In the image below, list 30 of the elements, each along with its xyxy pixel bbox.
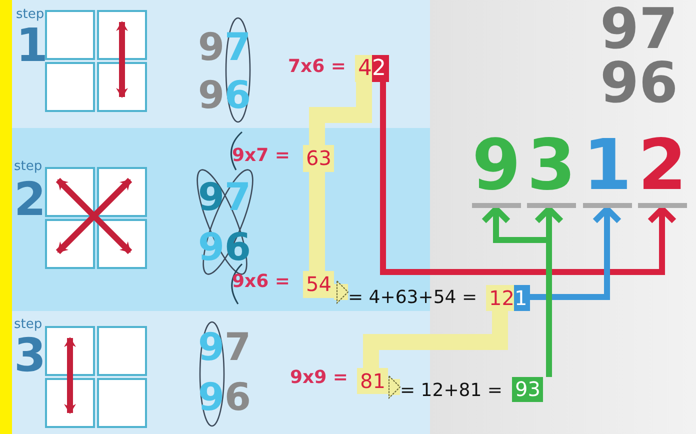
arrow <box>334 280 348 304</box>
equation-text: 7x6 = <box>288 58 346 76</box>
number-highlight: 93 <box>512 377 544 402</box>
number: 96 <box>600 56 678 112</box>
result-digit: 1 <box>583 128 632 208</box>
step-label: step <box>14 160 42 173</box>
step-number: 3 <box>14 332 46 378</box>
arrow <box>380 82 677 275</box>
result-digit: 2 <box>638 128 687 208</box>
number: 97 <box>198 28 251 66</box>
step-label: step <box>16 8 44 21</box>
arrow <box>530 206 622 300</box>
result-digit: 9 <box>472 128 521 208</box>
equation-text: 9x9 = <box>290 369 348 387</box>
connector-band <box>309 82 372 145</box>
connector-band <box>309 172 325 271</box>
sum-equation: = 4+63+54 = <box>348 287 478 309</box>
number-highlight: 54 <box>303 271 334 298</box>
arrow <box>388 376 400 398</box>
number-highlight: 63 <box>303 145 334 172</box>
result-digit: 3 <box>527 128 576 208</box>
number: 97 <box>600 2 678 58</box>
number-highlight: 81 <box>357 368 388 394</box>
equation-text: 9x7 = <box>232 147 290 165</box>
sum-equation: = 12+81 = <box>400 380 502 402</box>
equation-text: 9x6 = <box>232 273 290 291</box>
step-number: 1 <box>16 22 48 68</box>
number: 97 <box>198 178 251 216</box>
step-label: step <box>14 318 42 331</box>
step-number: 2 <box>14 176 46 222</box>
